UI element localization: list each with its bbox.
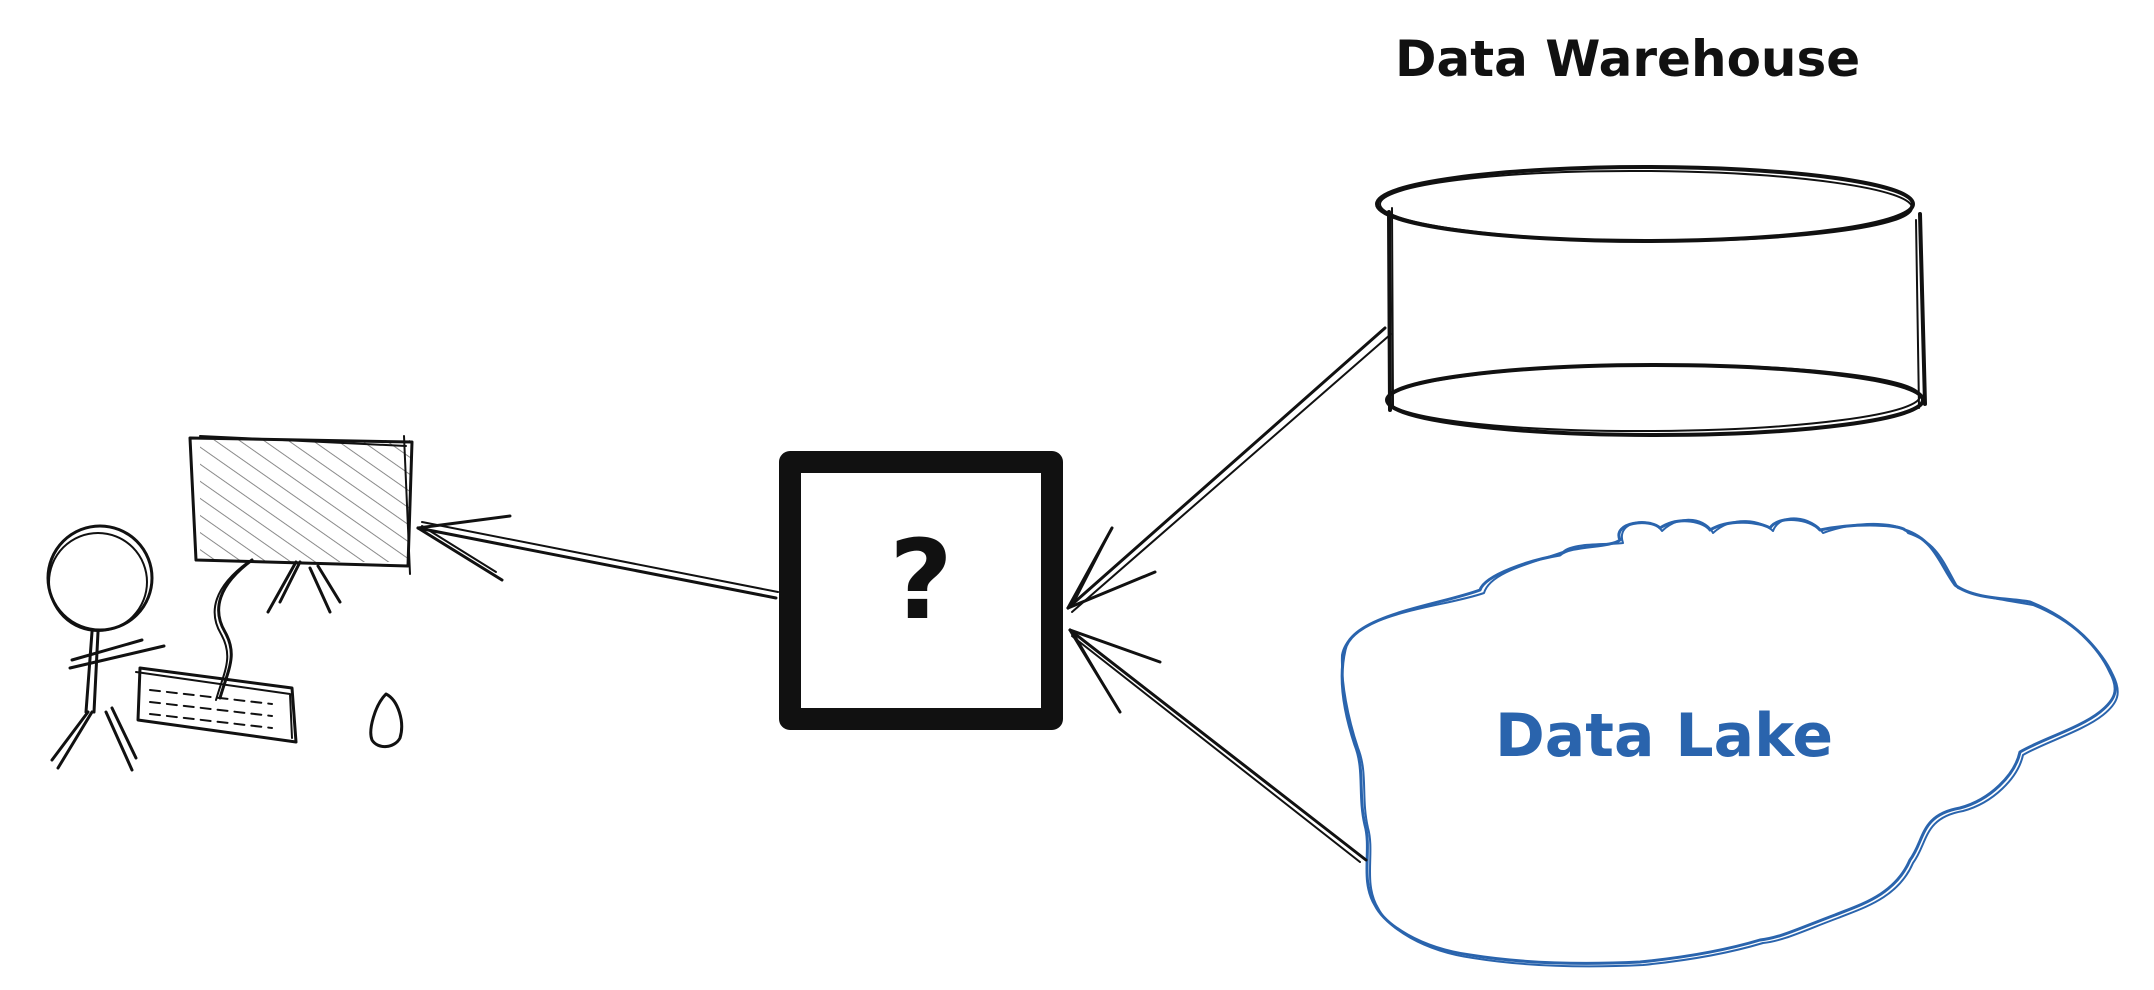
monitor-icon <box>188 435 414 614</box>
user-person-icon <box>46 524 166 772</box>
data-lake-label: Data Lake <box>1495 701 1833 771</box>
arrow-box-to-user <box>416 514 779 600</box>
user-workstation <box>46 435 414 772</box>
data-warehouse-node: Data Warehouse <box>1375 30 1927 437</box>
question-mark-label: ? <box>889 516 953 644</box>
data-warehouse-label: Data Warehouse <box>1395 30 1860 88</box>
keyboard-icon <box>135 666 298 744</box>
cloud-icon <box>1340 517 2119 968</box>
arrow-lake-to-box <box>1068 628 1368 863</box>
monitor-cable <box>217 558 254 700</box>
database-cylinder-icon <box>1375 165 1927 437</box>
unknown-process-box: ? <box>779 451 1063 730</box>
data-lake-node: Data Lake <box>1340 517 2119 968</box>
mouse-icon <box>369 692 404 748</box>
arrow-warehouse-to-box <box>1066 326 1392 613</box>
